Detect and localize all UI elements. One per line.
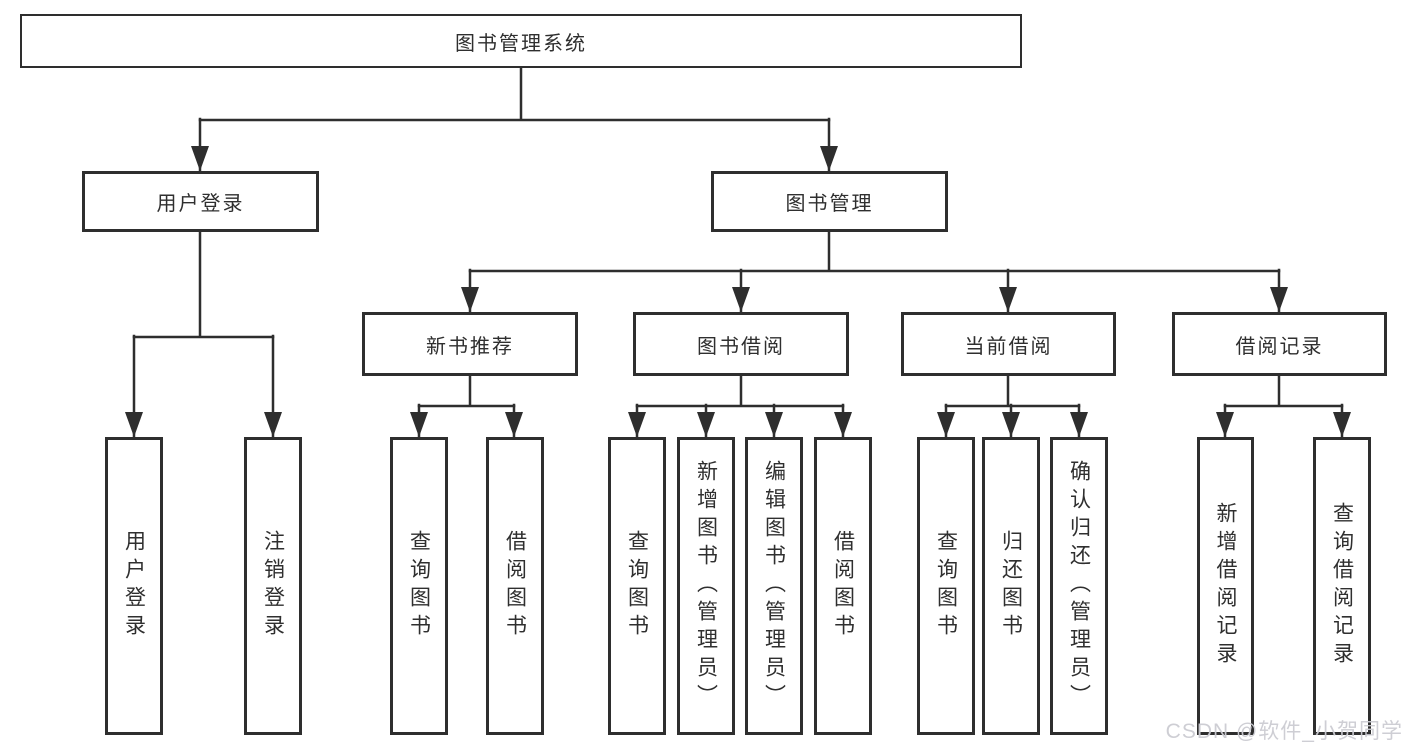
node-label: 确认归还（管理员）	[1067, 460, 1091, 712]
leaf-query-borrow-record: 查询借阅记录	[1313, 437, 1371, 735]
leaf-borrow-books: 借阅图书	[814, 437, 872, 735]
leaf-add-books-admin: 新增图书（管理员）	[677, 437, 735, 735]
node-label: 借阅图书	[831, 530, 855, 642]
node-label: 借阅记录	[1235, 335, 1324, 358]
node-new-book-recommend: 新书推荐	[362, 312, 578, 376]
node-label: 图书管理系统	[455, 32, 587, 55]
node-label: 图书管理	[785, 193, 874, 215]
node-library-management-system: 图书管理系统	[20, 14, 1022, 68]
node-label: 归还图书	[999, 530, 1023, 642]
node-label: 查询图书	[625, 530, 649, 642]
node-label: 编辑图书（管理员）	[762, 460, 786, 712]
leaf-query-books-recommend: 查询图书	[390, 437, 448, 735]
node-book-management: 图书管理	[711, 171, 948, 232]
node-label: 注销登录	[261, 530, 285, 642]
leaf-confirm-return-admin: 确认归还（管理员）	[1050, 437, 1108, 735]
leaf-edit-books-admin: 编辑图书（管理员）	[745, 437, 803, 735]
node-label: 查询借阅记录	[1330, 502, 1354, 670]
node-label: 新书推荐	[426, 335, 514, 358]
node-user-login: 用户登录	[82, 171, 319, 232]
leaf-add-borrow-record: 新增借阅记录	[1197, 437, 1254, 735]
node-borrowing-records: 借阅记录	[1172, 312, 1387, 376]
node-label: 用户登录	[122, 530, 146, 642]
leaf-query-books-current: 查询图书	[917, 437, 975, 735]
leaf-borrow-books-recommend: 借阅图书	[486, 437, 544, 735]
node-label: 用户登录	[156, 193, 245, 215]
node-label: 新增图书（管理员）	[694, 460, 718, 712]
node-label: 查询图书	[934, 530, 958, 642]
node-label: 图书借阅	[697, 335, 785, 358]
leaf-logout: 注销登录	[244, 437, 302, 735]
leaf-return-books: 归还图书	[982, 437, 1040, 735]
csdn-watermark: CSDN @软件_小贺同学	[1165, 720, 1403, 743]
node-label: 新增借阅记录	[1214, 502, 1237, 670]
leaf-query-books-borrowing: 查询图书	[608, 437, 666, 735]
node-current-borrowing: 当前借阅	[901, 312, 1116, 376]
node-book-borrowing: 图书借阅	[633, 312, 849, 376]
leaf-user-login: 用户登录	[105, 437, 163, 735]
node-label: 查询图书	[407, 530, 431, 642]
node-label: 当前借阅	[964, 335, 1053, 358]
node-label: 借阅图书	[503, 530, 527, 642]
